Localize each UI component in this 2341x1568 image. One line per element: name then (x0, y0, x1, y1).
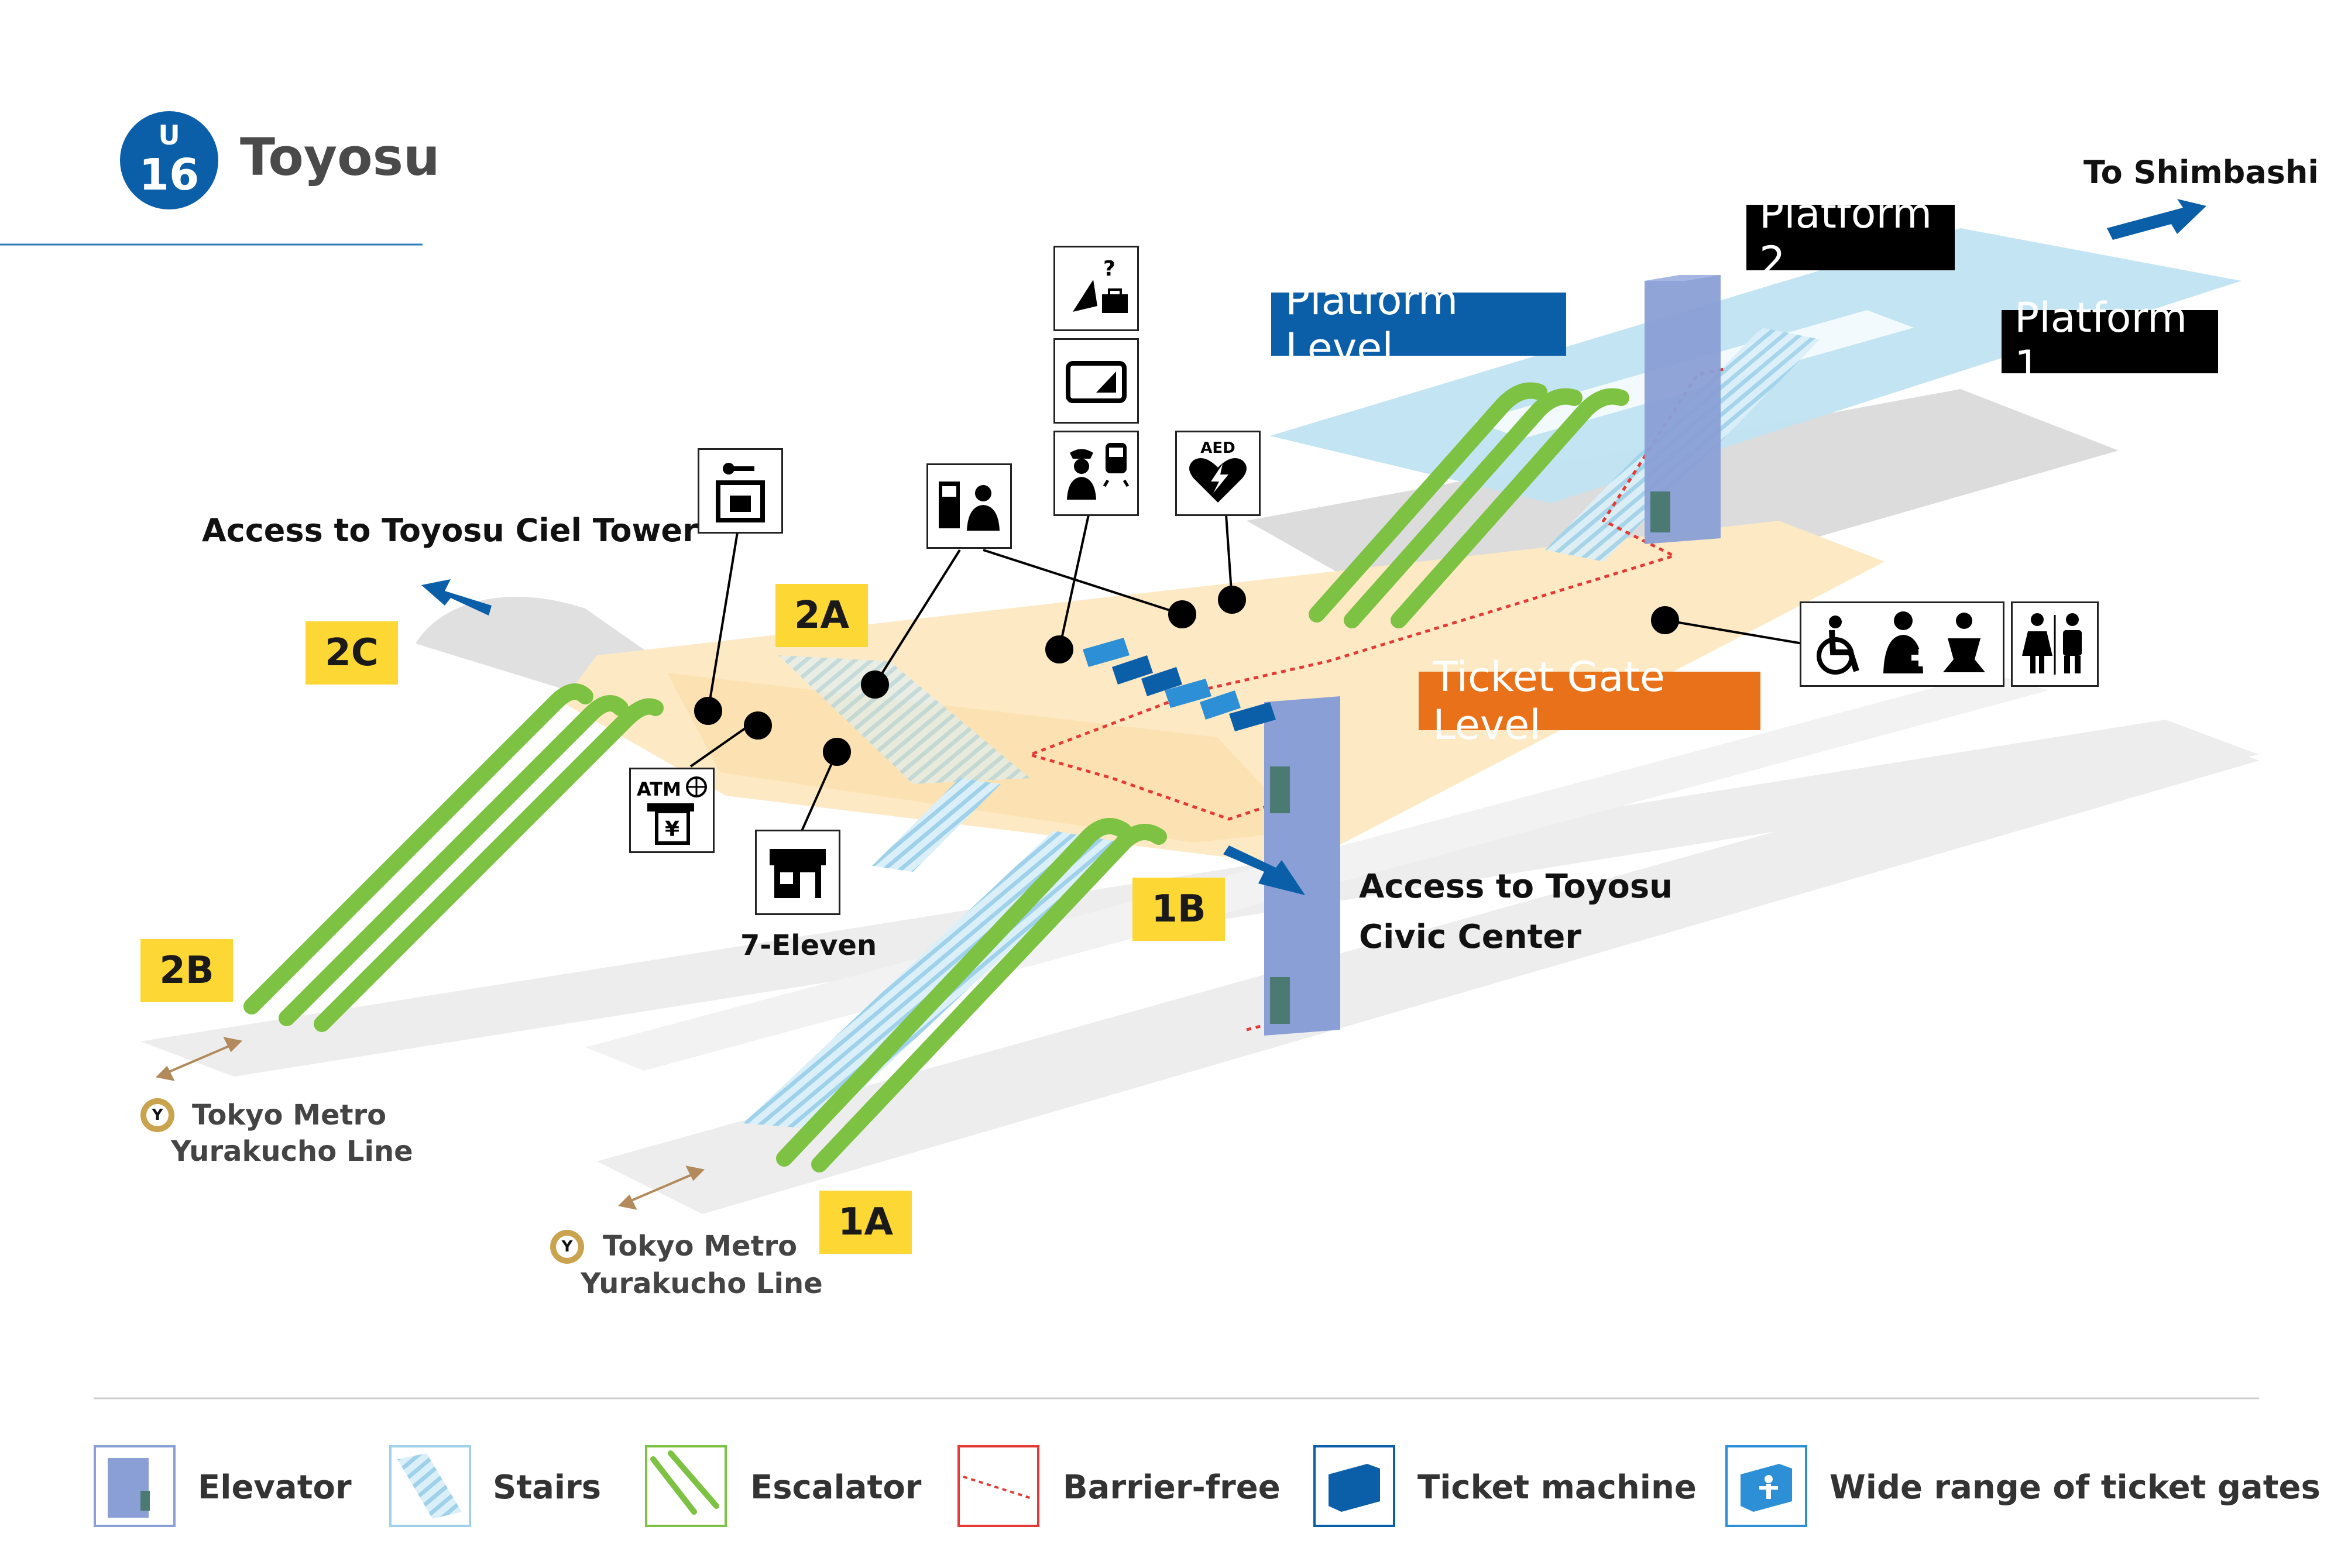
platform-1-tag: Platform 1 (2002, 294, 2218, 390)
elevator-street (1264, 696, 1340, 1036)
facility-leaders (689, 514, 1803, 831)
exit-1a-label: 1A (837, 1201, 894, 1244)
svg-text:?: ? (1103, 257, 1115, 281)
legend-stairs-label: Stairs (493, 1469, 602, 1507)
station-number: 16 (139, 150, 200, 200)
lost-and-found-icon: ? (1053, 246, 1139, 331)
legend-ticket-machine-icon (1313, 1445, 1395, 1527)
elevator-platform (1645, 275, 1721, 544)
civic-center-label-1: Access to Toyosu (1359, 868, 1673, 906)
legend-barrier-free-icon (957, 1445, 1039, 1527)
legend-elevator-label: Elevator (198, 1469, 352, 1507)
exit-2a-label: 2A (794, 594, 850, 637)
ticket-gates (1083, 638, 1276, 731)
transfer-arrow-right-icon (617, 1165, 705, 1210)
platform-2-text: Platform 2 (1759, 190, 1932, 286)
exit-2c-label: 2C (325, 631, 379, 675)
platform-2-tag: Platform 2 (1746, 190, 1955, 286)
arrow-to-shimbashi-icon (2107, 199, 2206, 240)
exit-2b-badge: 2B (140, 939, 233, 1002)
exit-1b-badge: 1B (1132, 878, 1225, 941)
stairs-concourse (778, 655, 1030, 784)
escalator-1a (776, 818, 1167, 1172)
right-line-name-1: Tokyo Metro (603, 1230, 798, 1263)
ticket-gate-level-tag: Ticket Gate Level (1419, 653, 1760, 749)
legend-ticket-machine-label: Ticket machine (1417, 1469, 1697, 1507)
metro-yurakucho-right-icon: Y (550, 1230, 584, 1264)
right-line-name-2: Yurakucho Line (581, 1267, 823, 1300)
accessible-toilet-icon (1800, 601, 2004, 687)
exit-2c-badge: 2C (306, 621, 398, 685)
legend-elevator-icon (94, 1445, 176, 1527)
ciel-tower-label: Access to Toyosu Ciel Tower (202, 512, 698, 549)
barrier-free-route (1025, 367, 1727, 1031)
toilet-icon (2011, 601, 2099, 687)
exit-2b-label: 2B (159, 949, 214, 992)
aed-label: AED (1200, 439, 1235, 457)
left-line-name-2: Yurakucho Line (171, 1135, 413, 1168)
metro-symbol-right: Y (561, 1238, 573, 1256)
atm-icon: ATM ¥ (629, 768, 715, 853)
convenience-store-icon (755, 830, 840, 915)
platform-level-tag: Platform Level (1271, 276, 1566, 372)
escalator-2b (243, 683, 664, 1032)
aed-icon: AED (1175, 431, 1261, 516)
exit-1b-label: 1B (1151, 888, 1206, 931)
legend-stairs-icon (389, 1445, 471, 1527)
platform-level-text: Platform Level (1285, 276, 1458, 372)
exit-2a-badge: 2A (775, 584, 868, 647)
line-letter: U (158, 119, 180, 151)
atm-label: ATM (637, 778, 681, 800)
coin-locker-icon (698, 448, 783, 534)
street-slab-right (597, 723, 2259, 1214)
arrow-civic-center-icon (1223, 845, 1305, 895)
ic-card-icon (1053, 338, 1139, 424)
platform-1-text: Platform 1 (2014, 294, 2188, 390)
escalator-platform (1309, 382, 1629, 628)
transfer-arrow-left-icon (155, 1037, 243, 1081)
ticket-gate-level-text: Ticket Gate Level (1433, 653, 1665, 749)
arrow-ciel-tower-icon (421, 579, 492, 615)
ticket-office-icon (926, 463, 1012, 549)
legend-escalator-icon (645, 1445, 727, 1527)
seven-eleven-label: 7-Eleven (740, 929, 877, 962)
svg-text:¥: ¥ (665, 817, 679, 841)
legend-barrier-free-label: Barrier-free (1063, 1469, 1281, 1507)
legend-escalator-label: Escalator (750, 1469, 922, 1507)
metro-yurakucho-left-icon: Y (140, 1098, 174, 1132)
station-staff-icon (1053, 431, 1139, 516)
legend-wide-gates-label: Wide range of ticket gates (1829, 1469, 2321, 1507)
legend-wide-gates-icon (1725, 1445, 1807, 1527)
metro-symbol-left: Y (152, 1106, 163, 1124)
exit-1a-badge: 1A (819, 1191, 912, 1254)
left-line-name-1: Tokyo Metro (192, 1099, 387, 1132)
station-number-badge: U 16 (120, 111, 218, 209)
stairs-left (872, 778, 1001, 872)
station-name: Toyosu (240, 127, 440, 187)
to-shimbashi-label: To Shimbashi (2083, 154, 2319, 191)
civic-center-label-2: Civic Center (1359, 918, 1581, 956)
